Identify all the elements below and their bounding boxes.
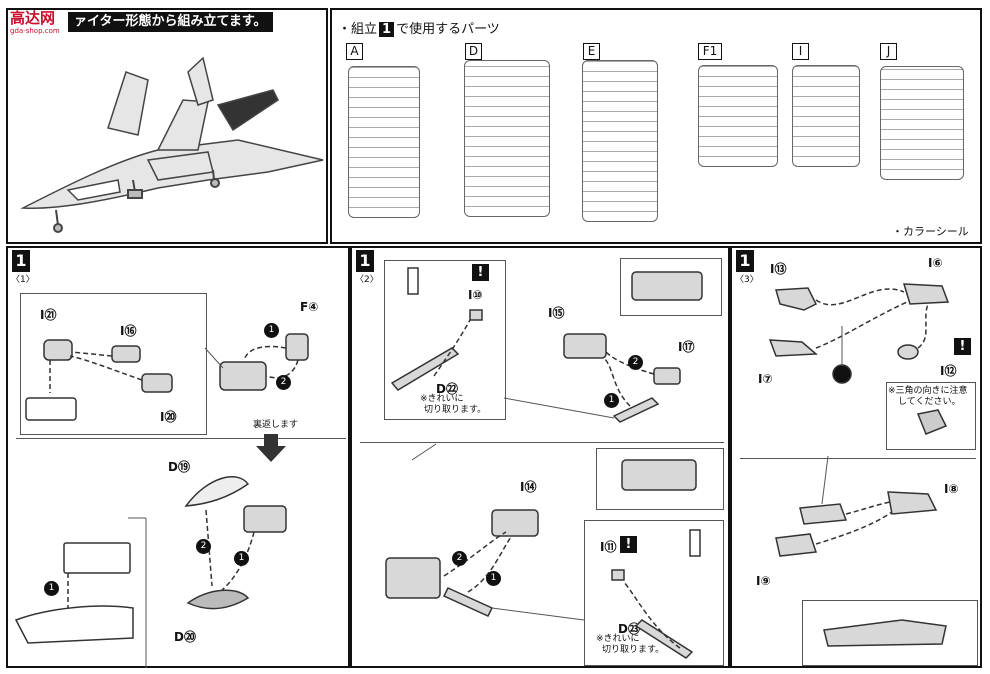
parts-title-post: で使用するパーツ: [396, 22, 500, 37]
color-seal-label: ・カラーシール: [892, 225, 969, 238]
parts-title-pre: ・組立: [338, 22, 378, 37]
order-badge-2: 2: [628, 352, 643, 371]
order-badge-2: 2: [452, 548, 467, 567]
part-label-i16: I⑯: [120, 324, 137, 338]
runner-f1: [698, 65, 778, 167]
part-label-f4: F④: [300, 300, 319, 314]
runner-e: [582, 60, 658, 222]
substep-label: 〈2〉: [355, 275, 379, 285]
part-label-i10: I⑩: [468, 288, 483, 302]
part-label-i21: I㉑: [40, 308, 57, 322]
triangle-note-line2: してください。: [898, 397, 961, 407]
order-badge-1: 1: [486, 568, 501, 587]
part-label-i20: I⑳: [160, 410, 177, 424]
step1-upper-diagram: [25, 333, 309, 421]
step-1-3-panel: 1 〈3〉 I⑬ I⑥ I⑦ I⑫ ! ※三角の向きに注意 してください。 I⑧…: [730, 246, 982, 668]
order-badge-1: 1: [604, 390, 619, 409]
order-number: 2: [628, 355, 643, 370]
section-divider: [740, 458, 976, 459]
step-number: 1: [12, 250, 30, 272]
runner-d: [464, 60, 550, 217]
substep-label: 〈1〉: [11, 275, 35, 285]
part-label-d23: D㉓: [618, 622, 640, 636]
caution-icon: !: [472, 264, 489, 281]
part-label-i13: I⑬: [770, 262, 787, 276]
part-label-d19: D⑲: [168, 460, 190, 474]
part-label-i14: I⑭: [520, 480, 537, 494]
site-logo-url: gda-shop.com: [10, 27, 60, 35]
runner-label-e: E: [583, 43, 600, 60]
order-number: 2: [452, 551, 467, 566]
part-label-i6: I⑥: [928, 256, 943, 270]
preview-box-upper: [620, 258, 722, 316]
step3-upper-diagram: [768, 283, 950, 435]
cut-note-line2: 切り取ります。: [424, 405, 487, 415]
order-number: 1: [486, 571, 501, 586]
step1-lower-diagram: [14, 476, 287, 668]
part-label-i12: I⑫: [940, 364, 957, 378]
fighter-image-panel: 高达网 gda-shop.com ァイター形態から組み立てます。: [6, 8, 328, 244]
runner-i: [792, 65, 860, 167]
site-logo-text: 高达网: [10, 9, 56, 27]
runner-label-f1: F1: [698, 43, 722, 60]
cut-note-line1: ※きれいに: [596, 634, 640, 644]
preview-box-step3: [802, 600, 978, 666]
triangle-note-line1: ※三角の向きに注意: [888, 386, 968, 396]
order-number: 1: [234, 551, 249, 566]
cut-detail-box-lower: [584, 520, 724, 666]
cut-note-line1: ※きれいに: [420, 394, 464, 404]
step-1-2-panel: 1 〈2〉 ! I⑩ D㉒ ※きれいに 切り取ります。 I⑮ I⑰ 2 1 I⑭…: [350, 246, 730, 668]
caution-icon: !: [954, 338, 971, 355]
order-badge-1: 1: [44, 578, 59, 597]
order-badge-1: 1: [264, 320, 279, 339]
flip-arrow-icon: [256, 434, 286, 462]
runner-label-i: I: [792, 43, 809, 60]
flip-note: 裏返します: [253, 420, 299, 430]
part-label-i17: I⑰: [678, 340, 695, 354]
order-number: 2: [276, 375, 291, 390]
section-divider: [360, 442, 724, 443]
step-number: 1: [356, 250, 374, 272]
part-label-d20: D⑳: [174, 630, 196, 644]
order-number: 1: [264, 323, 279, 338]
runner-a: [348, 66, 420, 218]
part-label-i15: I⑮: [548, 306, 565, 320]
cut-note-line2: 切り取ります。: [602, 645, 665, 655]
preview-box-lower: [596, 448, 724, 510]
part-label-i8: I⑧: [944, 482, 959, 496]
step2-upper-diagram: [390, 267, 703, 423]
runner-label-a: A: [346, 43, 363, 60]
assembly-number-badge: 1: [379, 22, 395, 37]
caution-icon: !: [620, 536, 637, 553]
runner-j: [880, 66, 964, 180]
step3-lower-diagram: [775, 455, 947, 647]
order-number: 2: [196, 539, 211, 554]
runner-label-d: D: [465, 43, 482, 60]
part-label-i7: I⑦: [758, 372, 773, 386]
site-logo: 高达网 gda-shop.com: [10, 10, 80, 40]
order-badge-1: 1: [234, 548, 249, 567]
order-badge-2: 2: [196, 536, 211, 555]
step-number: 1: [736, 250, 754, 272]
order-badge-2: 2: [276, 372, 291, 391]
runner-label-j: J: [880, 43, 897, 60]
part-label-d22: D㉒: [436, 382, 458, 396]
order-number: 1: [44, 581, 59, 596]
order-number: 1: [604, 393, 619, 408]
substep-label: 〈3〉: [735, 275, 759, 285]
part-label-i9: I⑨: [756, 574, 771, 588]
triangle-note-box: [886, 382, 976, 450]
fighter-illustration: [20, 56, 324, 233]
section-divider: [16, 438, 346, 439]
cut-detail-box-upper: [384, 260, 506, 420]
detail-box: [20, 293, 207, 435]
step-1-1-panel: 1 〈1〉 I㉑ I⑯ I⑳ F④ 1 2 裏返します D⑲ D⑳: [6, 246, 350, 668]
step2-lower-diagram: [385, 443, 701, 659]
part-label-i11: I⑪: [600, 540, 617, 554]
page-title: ァイター形態から組み立てます。: [68, 12, 273, 32]
